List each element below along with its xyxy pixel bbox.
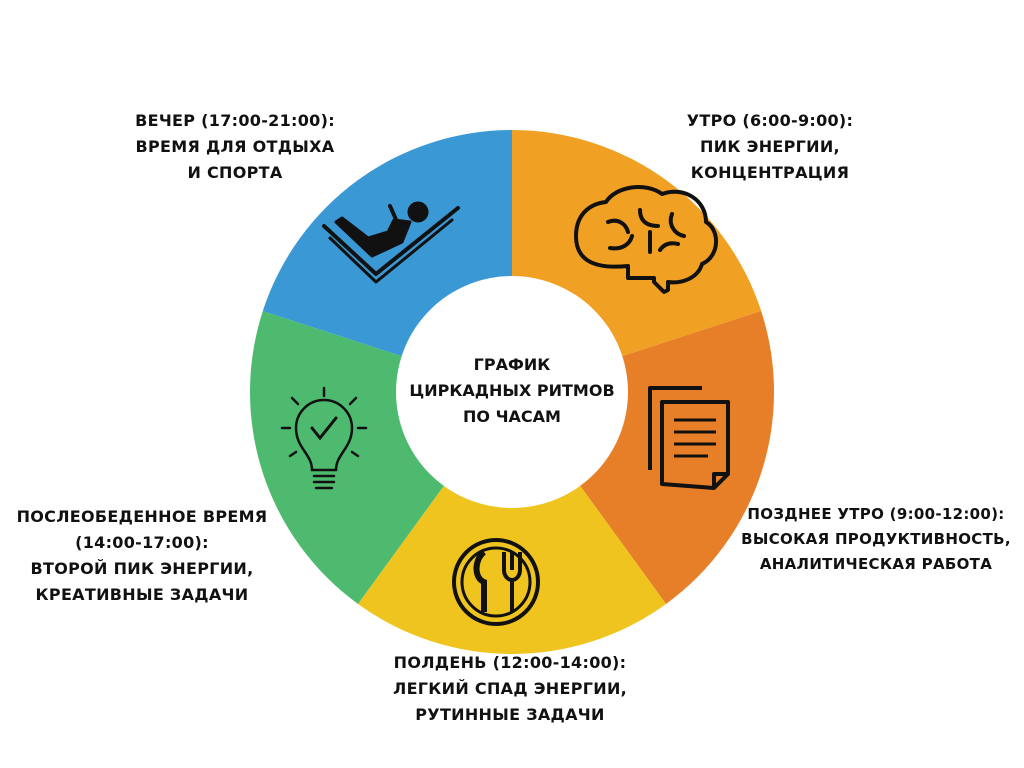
lightbulb-check-icon [280, 386, 368, 490]
plate-cutlery-icon [452, 538, 540, 626]
label-line: ВЫСОКАЯ ПРОДУКТИВНОСТЬ, [741, 530, 1011, 548]
label-line: ПОЗДНЕЕ УТРО (9:00-12:00): [747, 505, 1005, 523]
label-line: ПОЛДЕНЬ (12:00-14:00): [393, 653, 627, 672]
center-title: ГРАФИК ЦИРКАДНЫХ РИТМОВ ПО ЧАСАМ [409, 352, 614, 430]
center-title-line: ГРАФИК [473, 355, 551, 374]
morning-label: УТРО (6:00-9:00): ПИК ЭНЕРГИИ, КОНЦЕНТРА… [687, 108, 854, 186]
label-line: ВРЕМЯ ДЛЯ ОТДЫХА [135, 137, 335, 156]
label-line: РУТИННЫЕ ЗАДАЧИ [415, 705, 605, 724]
label-line: КРЕАТИВНЫЕ ЗАДАЧИ [35, 585, 249, 604]
documents-icon [648, 386, 730, 490]
afternoon-label: ПОСЛЕОБЕДЕННОЕ ВРЕМЯ (14:00-17:00): ВТОР… [17, 504, 268, 608]
center-title-line: ЦИРКАДНЫХ РИТМОВ [409, 381, 615, 400]
center-circle [396, 276, 628, 508]
label-line: ПОСЛЕОБЕДЕННОЕ ВРЕМЯ [16, 507, 268, 526]
noon-label: ПОЛДЕНЬ (12:00-14:00): ЛЕГКИЙ СПАД ЭНЕРГ… [393, 650, 627, 728]
evening-label: ВЕЧЕР (17:00-21:00): ВРЕМЯ ДЛЯ ОТДЫХА И … [135, 108, 335, 186]
label-line: ПИК ЭНЕРГИИ, [700, 137, 840, 156]
center-title-line: ПО ЧАСАМ [463, 407, 561, 426]
label-line: ВЕЧЕР (17:00-21:00): [135, 111, 335, 130]
reclining-reader-icon [322, 201, 460, 284]
label-line: АНАЛИТИЧЕСКАЯ РАБОТА [759, 555, 993, 573]
brain-icon [574, 185, 718, 294]
label-line: (14:00-17:00): [75, 533, 209, 552]
noon-segment [358, 392, 666, 655]
label-line: ЛЕГКИЙ СПАД ЭНЕРГИИ, [392, 679, 628, 698]
label-line: ВТОРОЙ ПИК ЭНЕРГИИ, [30, 559, 254, 578]
label-line: УТРО (6:00-9:00): [686, 111, 854, 130]
label-line: И СПОРТА [187, 163, 283, 182]
late-morning-label: ПОЗДНЕЕ УТРО (9:00-12:00): ВЫСОКАЯ ПРОДУ… [741, 502, 1011, 577]
label-line: КОНЦЕНТРАЦИЯ [690, 163, 850, 182]
